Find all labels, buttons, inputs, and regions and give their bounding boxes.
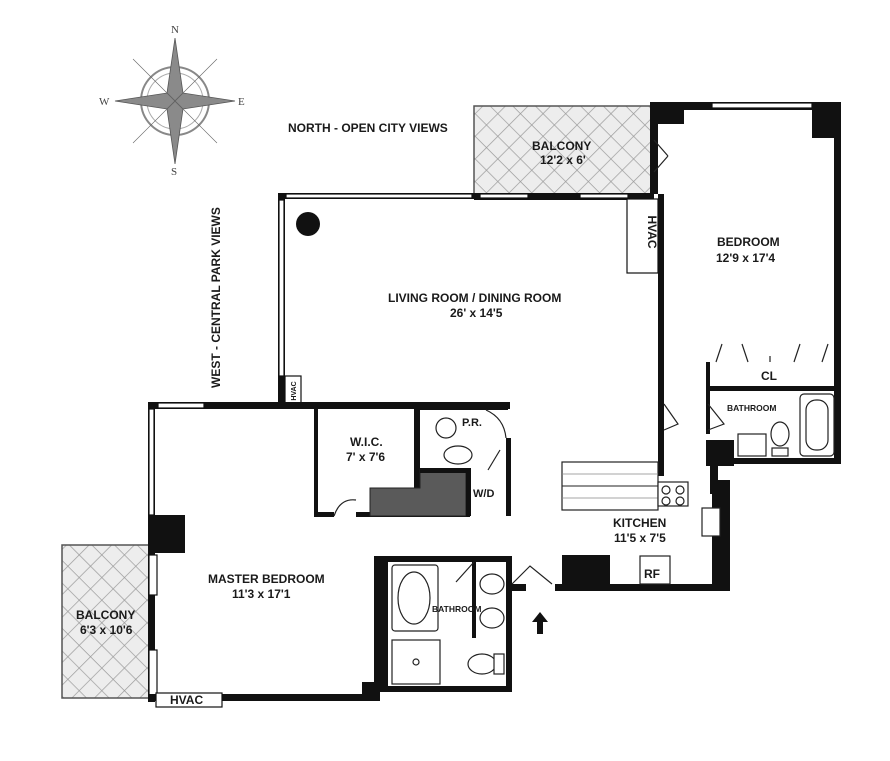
west-views-label: WEST - CENTRAL PARK VIEWS bbox=[209, 207, 223, 388]
balcony-west-dims: 6'3 x 10'6 bbox=[80, 623, 133, 637]
walls bbox=[148, 102, 841, 708]
wic-name: W.I.C. bbox=[350, 435, 383, 449]
refrigerator-label: RF bbox=[644, 567, 660, 581]
compass-rose-icon: N S W E bbox=[99, 24, 245, 178]
kitchen-dims: 11'5 x 7'5 bbox=[614, 531, 666, 545]
bathroom-right-label: BATHROOM bbox=[727, 403, 776, 413]
balcony-west-name: BALCONY bbox=[76, 608, 135, 622]
living-name: LIVING ROOM / DINING ROOM bbox=[388, 291, 561, 305]
compass-w: W bbox=[99, 96, 110, 108]
balcony-north-name: BALCONY bbox=[532, 139, 591, 153]
bedroom-dims: 12'9 x 17'4 bbox=[716, 251, 775, 265]
powder-room-label: P.R. bbox=[462, 417, 482, 429]
kitchen-name: KITCHEN bbox=[613, 516, 666, 530]
hvac-bottom-label: HVAC bbox=[170, 693, 203, 707]
compass-s: S bbox=[171, 166, 177, 178]
bathroom-master-label: BATHROOM bbox=[432, 604, 481, 614]
closet-label: CL bbox=[761, 369, 777, 383]
fixtures bbox=[296, 139, 835, 685]
master-dims: 11'3 x 17'1 bbox=[232, 587, 291, 601]
hvac-top-label: HVAC bbox=[645, 215, 659, 248]
compass-e: E bbox=[238, 96, 245, 108]
wic-dims: 7' x 7'6 bbox=[346, 450, 385, 464]
north-views-label: NORTH - OPEN CITY VIEWS bbox=[288, 121, 448, 135]
compass-n: N bbox=[171, 24, 179, 36]
balcony-west bbox=[61, 544, 152, 699]
living-dims: 26' x 14'5 bbox=[450, 306, 503, 320]
washer-dryer-label: W/D bbox=[473, 488, 494, 500]
master-name: MASTER BEDROOM bbox=[208, 572, 325, 586]
bedroom-name: BEDROOM bbox=[717, 235, 780, 249]
balcony-north-dims: 12'2 x 6' bbox=[540, 153, 586, 167]
hvac-small-label: HVAC bbox=[291, 381, 298, 400]
